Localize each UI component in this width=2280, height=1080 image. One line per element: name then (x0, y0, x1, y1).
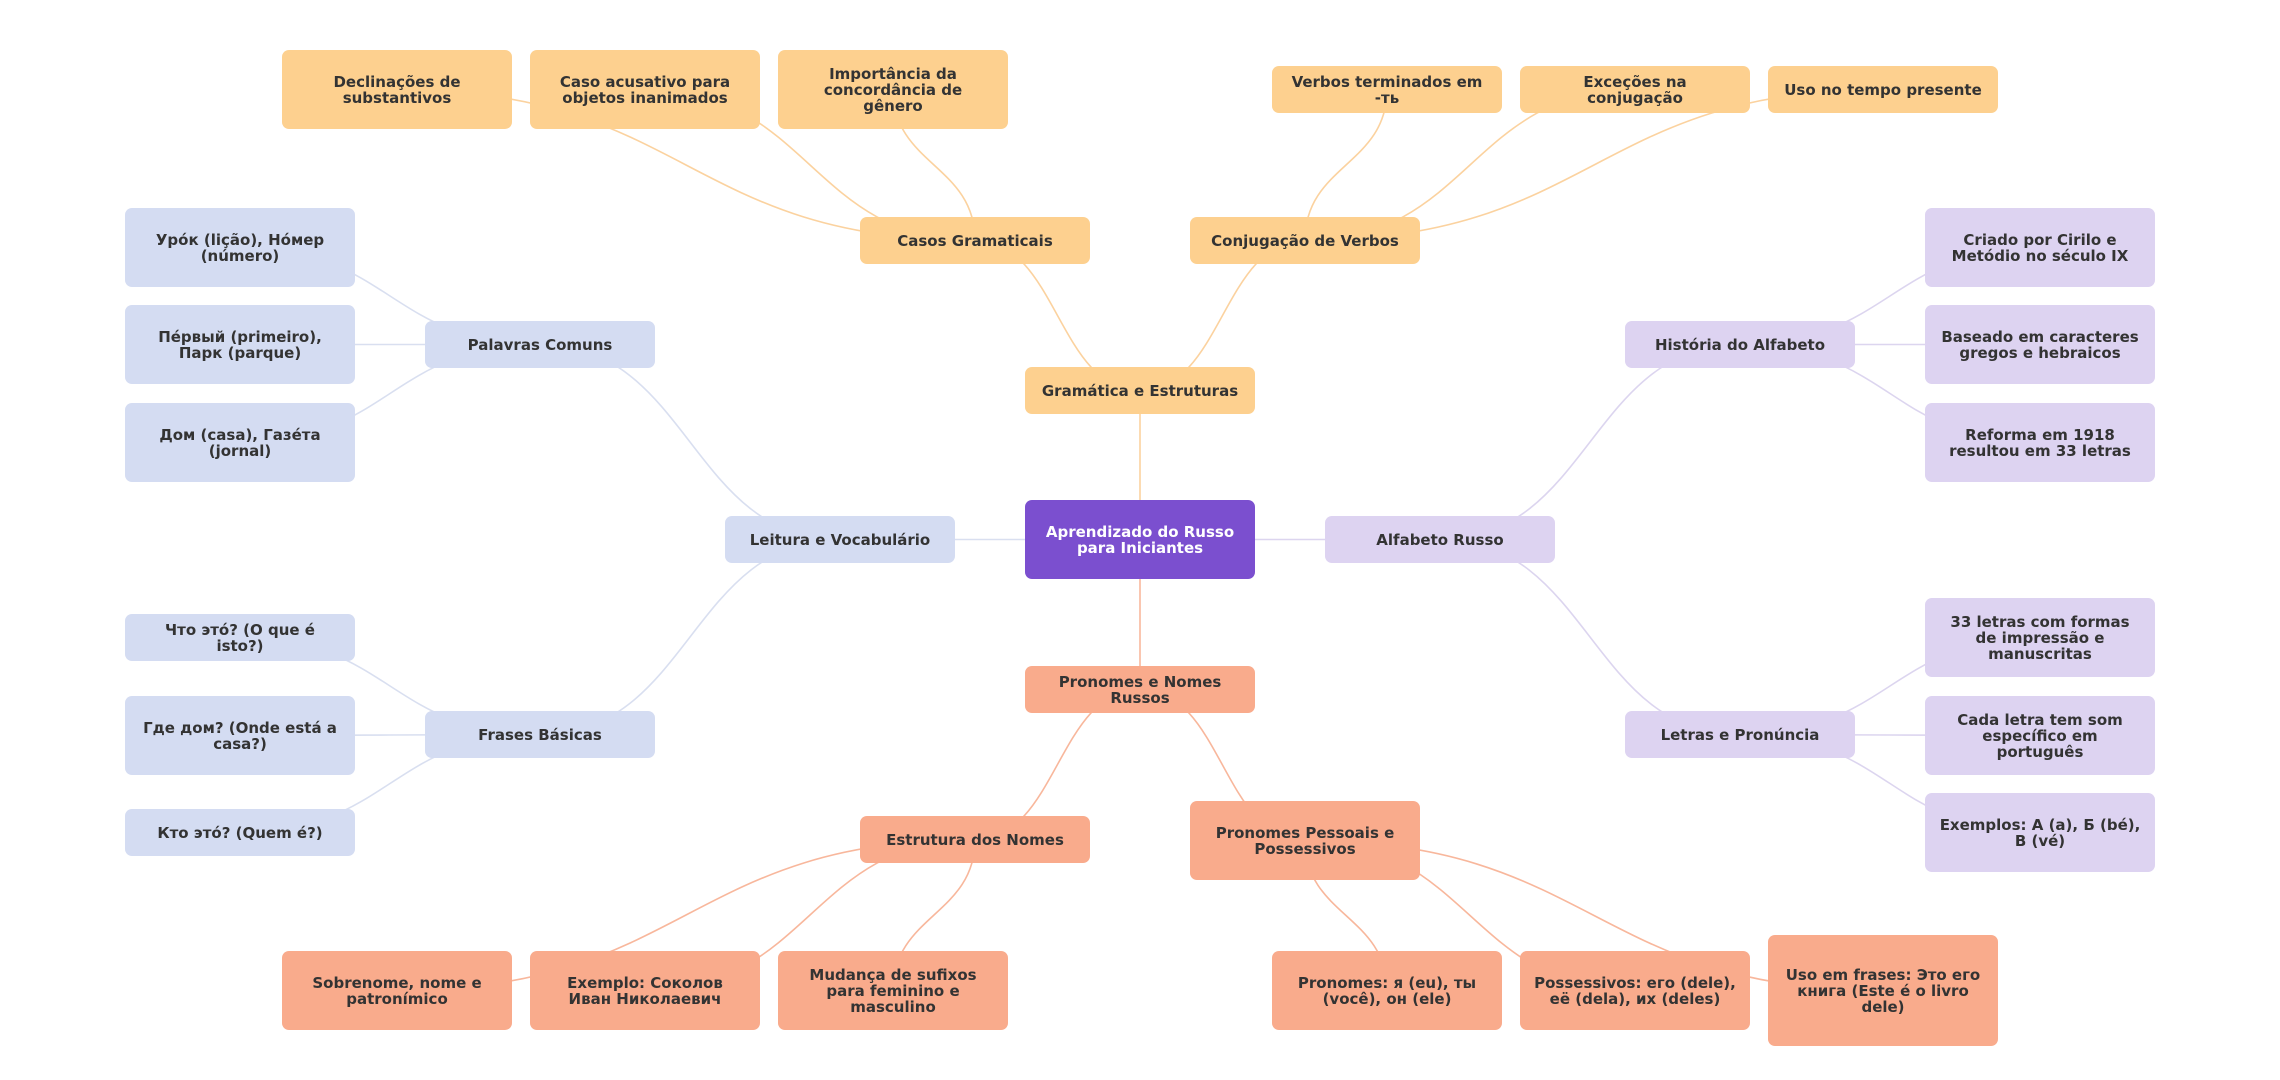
leaf-urok-nomer[interactable]: Уро́к (lição), Но́мер (número) (125, 208, 355, 287)
leaf-33-letras[interactable]: 33 letras com formas de impressão e manu… (1925, 598, 2155, 677)
leaf-cirilo-metodio[interactable]: Criado por Cirilo e Metódio no século IX (1925, 208, 2155, 287)
subtopic-letras-pronuncia[interactable]: Letras e Pronúncia (1625, 711, 1855, 758)
root-node[interactable]: Aprendizado do Russo para Iniciantes (1025, 500, 1255, 579)
subtopic-conjugacao-verbos[interactable]: Conjugação de Verbos (1190, 217, 1420, 264)
leaf-gde-dom[interactable]: Где дом? (Onde está a casa?) (125, 696, 355, 775)
link-conj0 (1304, 89, 1388, 241)
subtopic-frases-basicas[interactable]: Frases Básicas (425, 711, 655, 758)
leaf-sokolov[interactable]: Exemplo: Соколов Иван Николаевич (530, 951, 760, 1030)
subtopic-historia-alfabeto[interactable]: História do Alfabeto (1625, 321, 1855, 368)
subtopic-palavras-comuns[interactable]: Palavras Comuns (425, 321, 655, 368)
leaf-kto-eto[interactable]: Кто это́? (Quem é?) (125, 809, 355, 856)
subtopic-pronomes-pessoais[interactable]: Pronomes Pessoais e Possessivos (1190, 801, 1420, 880)
leaf-dom-gazeta[interactable]: Дом (casa), Газе́та (jornal) (125, 403, 355, 482)
leaf-caso-acusativo[interactable]: Caso acusativo para objetos inanimados (530, 50, 760, 129)
leaf-pervyi-park[interactable]: Пе́рвый (primeiro), Парк (parque) (125, 305, 355, 384)
subtopic-casos-gramaticais[interactable]: Casos Gramaticais (860, 217, 1090, 264)
leaf-excecoes[interactable]: Exceções na conjugação (1520, 66, 1750, 113)
leaf-pronomes-ya[interactable]: Pronomes: я (eu), ты (você), он (ele) (1272, 951, 1502, 1030)
leaf-tempo-presente[interactable]: Uso no tempo presente (1768, 66, 1998, 113)
leaf-gregos-hebraicos[interactable]: Baseado em caracteres gregos e hebraicos (1925, 305, 2155, 384)
leaf-concordancia[interactable]: Importância da concordância de gênero (778, 50, 1008, 129)
subtopic-estrutura-nomes[interactable]: Estrutura dos Nomes (860, 816, 1090, 863)
topic-leitura[interactable]: Leitura e Vocabulário (725, 516, 955, 563)
leaf-possessivos[interactable]: Possessivos: его (dele), её (dela), их (… (1520, 951, 1750, 1030)
leaf-uso-frases[interactable]: Uso em frases: Это его книга (Este é o l… (1768, 935, 1998, 1046)
leaf-som-especifico[interactable]: Cada letra tem som específico em portugu… (1925, 696, 2155, 775)
leaf-reforma-1918[interactable]: Reforma em 1918 resultou em 33 letras (1925, 403, 2155, 482)
topic-pronomes[interactable]: Pronomes e Nomes Russos (1025, 666, 1255, 713)
leaf-exemplos-letras[interactable]: Exemplos: А (a), Б (bé), В (vé) (1925, 793, 2155, 872)
topic-alfabeto[interactable]: Alfabeto Russo (1325, 516, 1555, 563)
leaf-declinacoes[interactable]: Declinações de substantivos (282, 50, 512, 129)
leaf-sobrenome[interactable]: Sobrenome, nome e patronímico (282, 951, 512, 1030)
link-fra (539, 538, 841, 736)
link-his (1439, 343, 1741, 541)
topic-gramatica[interactable]: Gramática e Estruturas (1025, 367, 1255, 414)
link-let (1439, 538, 1741, 736)
leaf-chto-eto[interactable]: Что это́? (O que é isto?) (125, 614, 355, 661)
leaf-verbos-tb[interactable]: Verbos terminados em -ть (1272, 66, 1502, 113)
leaf-sufixos[interactable]: Mudança de sufixos para feminino e mascu… (778, 951, 1008, 1030)
link-pal (539, 343, 841, 541)
